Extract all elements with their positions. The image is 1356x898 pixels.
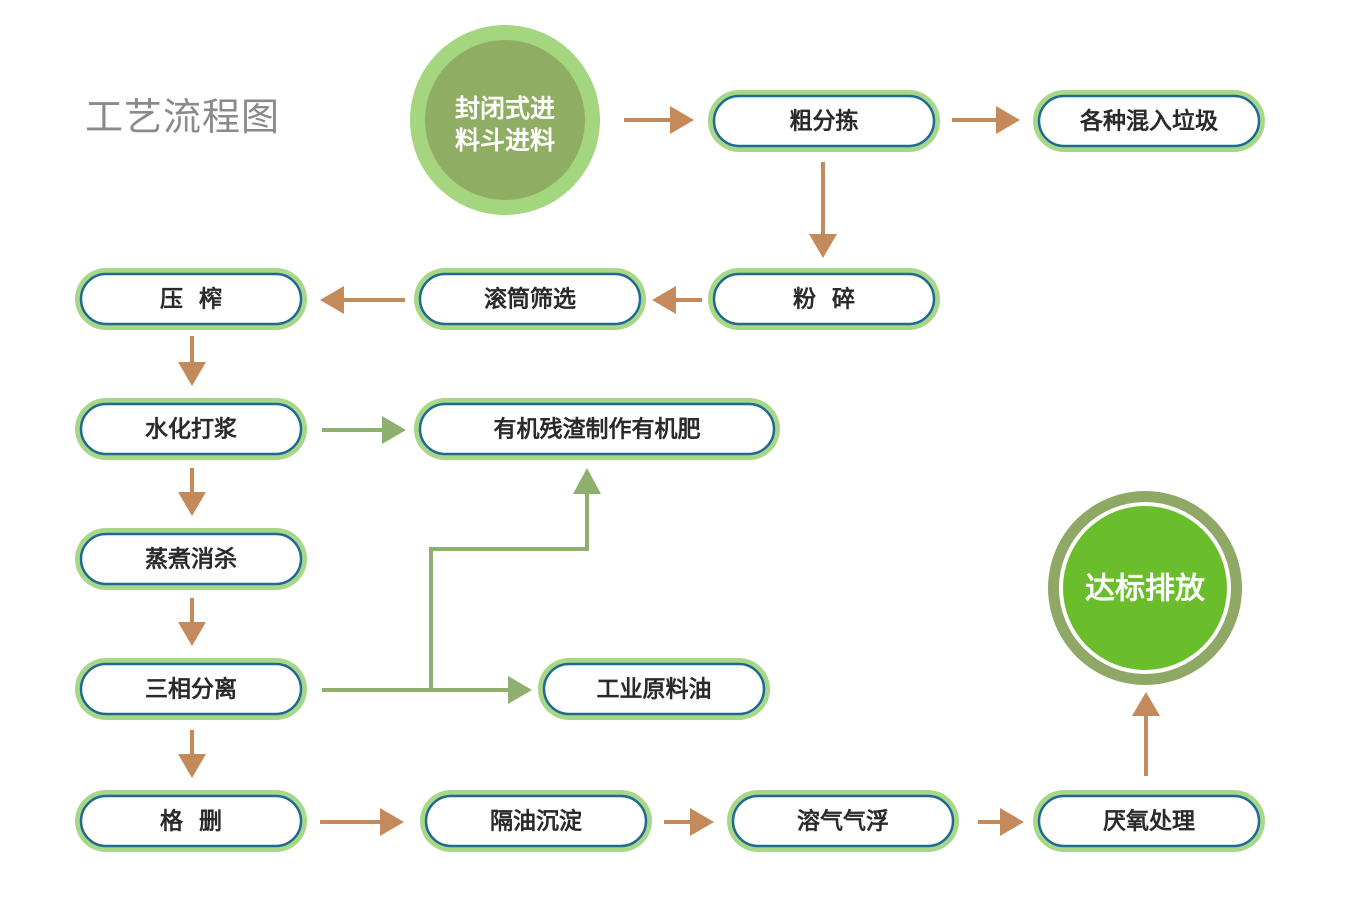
node-oil-separation: 隔油沉淀 bbox=[420, 790, 652, 852]
node-press: 压 榨 bbox=[75, 268, 307, 330]
node-grille-label: 格 删 bbox=[160, 808, 222, 835]
arrow-rough-sort-to-mixed bbox=[952, 106, 1020, 134]
node-organic-fertilizer-label: 有机残渣制作有机肥 bbox=[494, 416, 701, 443]
node-rough-sort-label: 粗分拣 bbox=[790, 108, 859, 135]
arrow-drum-to-press bbox=[320, 286, 405, 314]
arrow-crush-to-drum bbox=[652, 286, 702, 314]
arrow-start-to-rough-sort bbox=[624, 106, 694, 134]
arrow-three-phase-to-industrial-oil bbox=[322, 676, 532, 704]
arrow-grille-to-oil-separation bbox=[320, 808, 404, 836]
node-drum-screen-label: 滚筒筛选 bbox=[484, 286, 576, 313]
node-crush: 粉 碎 bbox=[708, 268, 940, 330]
node-anaerobic-label: 厌氧处理 bbox=[1103, 808, 1195, 835]
arrow-press-to-hydro bbox=[178, 336, 206, 386]
node-three-phase: 三相分离 bbox=[75, 658, 307, 720]
node-industrial-oil: 工业原料油 bbox=[538, 658, 770, 720]
node-steam-sterilize-label: 蒸煮消杀 bbox=[145, 546, 237, 573]
node-hydro-pulp-label: 水化打浆 bbox=[145, 416, 237, 443]
node-industrial-oil-label: 工业原料油 bbox=[597, 677, 712, 703]
node-press-label: 压 榨 bbox=[160, 286, 222, 313]
end-node-label: 达标排放 bbox=[1085, 572, 1206, 607]
arrow-rough-sort-to-crush bbox=[809, 162, 837, 258]
node-grille: 格 删 bbox=[75, 790, 307, 852]
start-node-circle: 封闭式进 料斗进料 bbox=[410, 25, 600, 215]
start-node-label-line1: 封闭式进 bbox=[455, 94, 555, 123]
arrow-three-phase-to-fertilizer bbox=[429, 468, 601, 690]
node-air-flotation-label: 溶气气浮 bbox=[797, 808, 889, 835]
node-rough-sort: 粗分拣 bbox=[708, 90, 940, 152]
end-node-circle: 达标排放 bbox=[1048, 491, 1242, 685]
arrow-anaerobic-to-end bbox=[1132, 692, 1160, 776]
node-hydro-pulp: 水化打浆 bbox=[75, 398, 307, 460]
node-oil-separation-label: 隔油沉淀 bbox=[490, 808, 583, 835]
arrow-three-phase-to-grille bbox=[178, 730, 206, 778]
node-three-phase-label: 三相分离 bbox=[145, 676, 237, 703]
start-node-label-line2: 料斗进料 bbox=[455, 126, 555, 155]
node-crush-label: 粉 碎 bbox=[793, 286, 855, 313]
node-steam-sterilize: 蒸煮消杀 bbox=[75, 528, 307, 590]
arrow-hydro-to-fertilizer bbox=[322, 416, 406, 444]
node-mixed-garbage: 各种混入垃圾 bbox=[1033, 90, 1265, 152]
arrow-flotation-to-anaerobic bbox=[978, 808, 1024, 836]
arrow-steam-to-three-phase bbox=[178, 598, 206, 646]
diagram-title: 工艺流程图 bbox=[85, 95, 281, 139]
node-anaerobic: 厌氧处理 bbox=[1033, 790, 1265, 852]
node-mixed-garbage-label: 各种混入垃圾 bbox=[1079, 108, 1219, 135]
arrow-hydro-to-steam bbox=[178, 468, 206, 516]
node-organic-fertilizer: 有机残渣制作有机肥 bbox=[414, 398, 780, 460]
arrow-oil-separation-to-flotation bbox=[664, 808, 714, 836]
node-drum-screen: 滚筒筛选 bbox=[414, 268, 646, 330]
node-air-flotation: 溶气气浮 bbox=[727, 790, 959, 852]
